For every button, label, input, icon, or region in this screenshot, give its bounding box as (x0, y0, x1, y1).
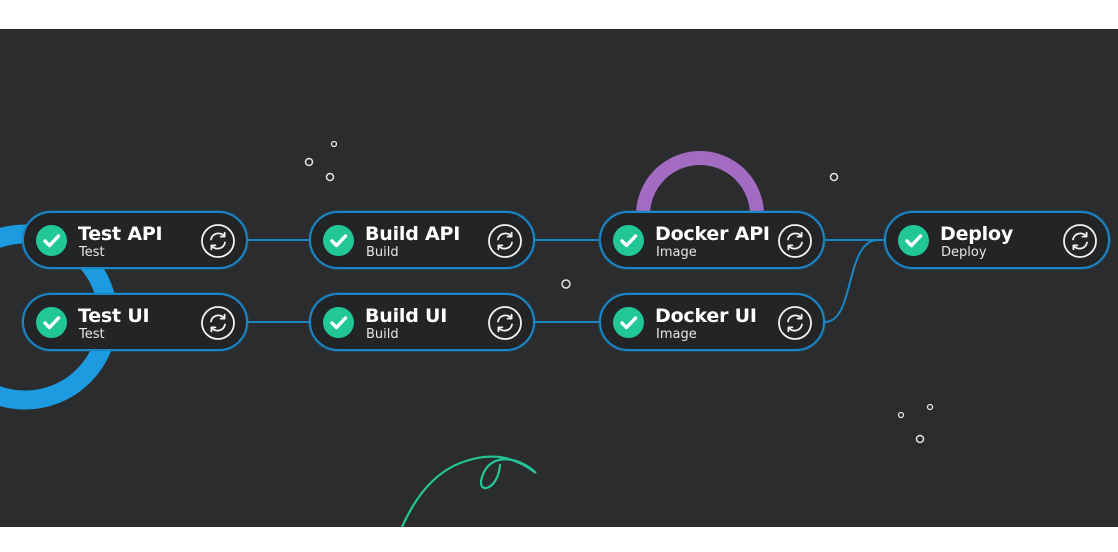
check-circle-icon (898, 225, 929, 256)
sparkle-dot (561, 279, 571, 289)
node-subtitle: Deploy (941, 245, 987, 260)
node-title: Build API (365, 223, 461, 245)
check-circle-icon (36, 225, 67, 256)
diagram-layer (0, 140, 934, 527)
connector-lines (248, 239, 884, 323)
retry-icon[interactable] (487, 223, 523, 259)
node-subtitle: Test (79, 327, 105, 342)
node-subtitle: Test (79, 245, 105, 260)
retry-icon[interactable] (200, 305, 236, 341)
sparkle-dot (330, 140, 338, 148)
purple-arc-decoration (636, 151, 764, 216)
check-circle-icon (613, 307, 644, 338)
retry-icon[interactable] (777, 305, 813, 341)
node-title: Deploy (940, 223, 1014, 245)
node-title: Test UI (78, 305, 150, 327)
node-subtitle: Image (656, 327, 697, 342)
retry-icon[interactable] (777, 223, 813, 259)
sparkle-dot (325, 172, 335, 182)
sparkle-dot (897, 411, 905, 419)
check-circle-icon (36, 307, 67, 338)
sparkle-dot (304, 157, 314, 167)
check-circle-icon (613, 225, 644, 256)
check-circle-icon (323, 307, 354, 338)
connector-docker-ui-to-deploy (824, 239, 884, 323)
node-title: Build UI (365, 305, 448, 327)
retry-icon[interactable] (1062, 223, 1098, 259)
node-subtitle: Build (366, 327, 399, 342)
retry-icon[interactable] (487, 305, 523, 341)
node-title: Docker API (655, 223, 770, 245)
sparkle-dot (915, 434, 925, 444)
sparkle-dot (926, 403, 934, 411)
check-circle-icon (323, 225, 354, 256)
green-curl-decoration (400, 455, 537, 527)
sparkle-dot (829, 172, 839, 182)
node-subtitle: Image (656, 245, 697, 260)
node-title: Docker UI (655, 305, 757, 327)
node-subtitle: Build (366, 245, 399, 260)
node-title: Test API (78, 223, 163, 245)
retry-icon[interactable] (200, 223, 236, 259)
